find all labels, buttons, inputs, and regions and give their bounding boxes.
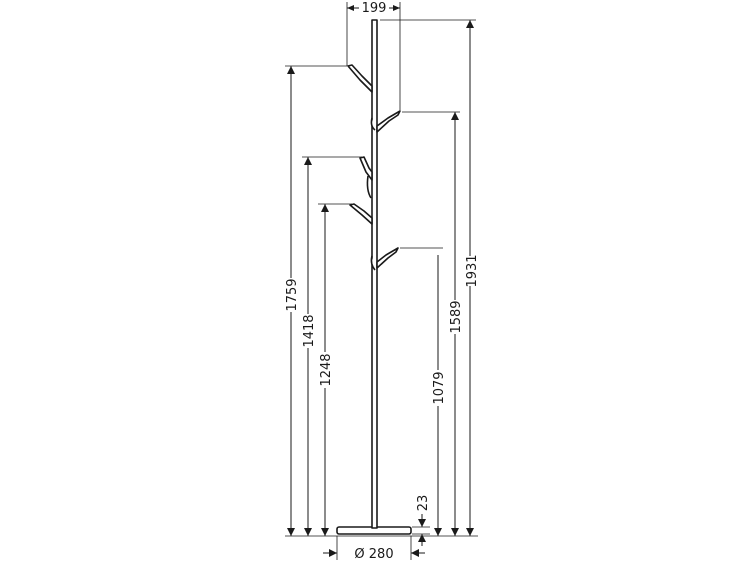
arrow-right: [393, 5, 400, 11]
hook-upper-right-nib: [370, 117, 376, 131]
hook-lower-left: [349, 203, 373, 225]
dimension-label-hook-1-height: 1759: [285, 278, 300, 311]
arrow-down: [287, 528, 295, 536]
dimension-label-base-diameter: Ø 280: [354, 547, 393, 562]
arrow-down: [434, 528, 442, 536]
dimension-label-hook-5-height: 1079: [432, 371, 447, 404]
arrow-right: [329, 549, 337, 557]
dimension-hook-1-height: 1759: [284, 65, 347, 536]
hook-top-left: [347, 64, 373, 93]
dimension-label-hook-3-height: 1418: [302, 314, 317, 347]
hook-middle-left: [359, 156, 373, 181]
dimension-label-base-thickness: 23: [416, 495, 431, 512]
dimension-hook-5-height: 1079: [400, 247, 447, 536]
arrow-left: [411, 549, 419, 557]
hook-upper-right: [376, 110, 401, 133]
dimension-label-hook-4-height: 1248: [319, 353, 334, 386]
arrow-down: [451, 528, 459, 536]
arrow-down: [321, 528, 329, 536]
dimension-base-diameter: Ø 280: [323, 536, 425, 562]
hook-middle-left-accent: [366, 175, 372, 199]
dimension-base-thickness: 23: [412, 495, 431, 546]
dimension-label-top-width: 199: [362, 1, 387, 16]
arrow-up: [304, 157, 312, 165]
dimension-hook-3-height: 1418: [301, 156, 362, 536]
coat-stand-outline: [336, 19, 412, 535]
hook-bottom-right-nib: [370, 255, 376, 271]
dimension-overall-height: 1931: [380, 19, 480, 536]
dimension-hook-2-height: 1589: [402, 111, 464, 536]
arrow-down: [418, 519, 426, 527]
arrow-up: [287, 66, 295, 74]
dimension-label-overall-height: 1931: [465, 254, 480, 287]
dimension-hook-4-height: 1248: [318, 203, 352, 536]
dimension-top-width: 199: [346, 0, 401, 110]
arrow-up: [321, 204, 329, 212]
hook-bottom-right: [376, 247, 399, 269]
arrow-left: [347, 5, 354, 11]
arrow-up: [418, 534, 426, 542]
arrow-down: [304, 528, 312, 536]
arrow-down: [466, 528, 474, 536]
dimension-label-hook-2-height: 1589: [449, 300, 464, 333]
arrow-up: [451, 112, 459, 120]
arrow-up: [466, 20, 474, 28]
main-pole: [371, 19, 378, 529]
